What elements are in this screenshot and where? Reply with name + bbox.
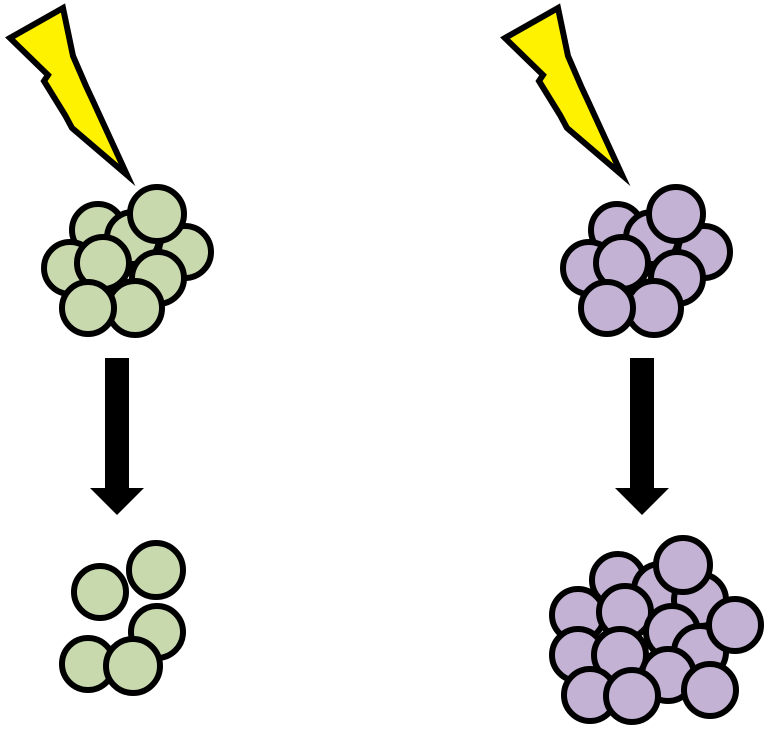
left-cluster-after [59, 540, 186, 696]
left-cluster-before [41, 184, 214, 338]
right-lightning-bolt-icon [500, 3, 631, 187]
left-after-cell [103, 636, 163, 696]
right-after-cell [603, 667, 661, 725]
left-lightning-bolt-icon [5, 3, 136, 187]
right-before-cell [578, 279, 636, 337]
left-down-arrow [90, 358, 144, 515]
left-before-cell [59, 279, 117, 337]
right-cluster-before [560, 184, 733, 338]
right-before-cell [646, 184, 706, 244]
left-before-cell [127, 184, 187, 244]
left-after-cell [71, 563, 129, 621]
right-cluster-after [549, 535, 764, 725]
right-down-arrow [615, 358, 669, 515]
right-after-cell [706, 596, 764, 654]
right-after-cell [681, 661, 739, 719]
left-after-cell [126, 540, 186, 600]
right-panel [500, 3, 764, 725]
right-after-cell [653, 535, 713, 595]
left-panel [5, 3, 214, 696]
